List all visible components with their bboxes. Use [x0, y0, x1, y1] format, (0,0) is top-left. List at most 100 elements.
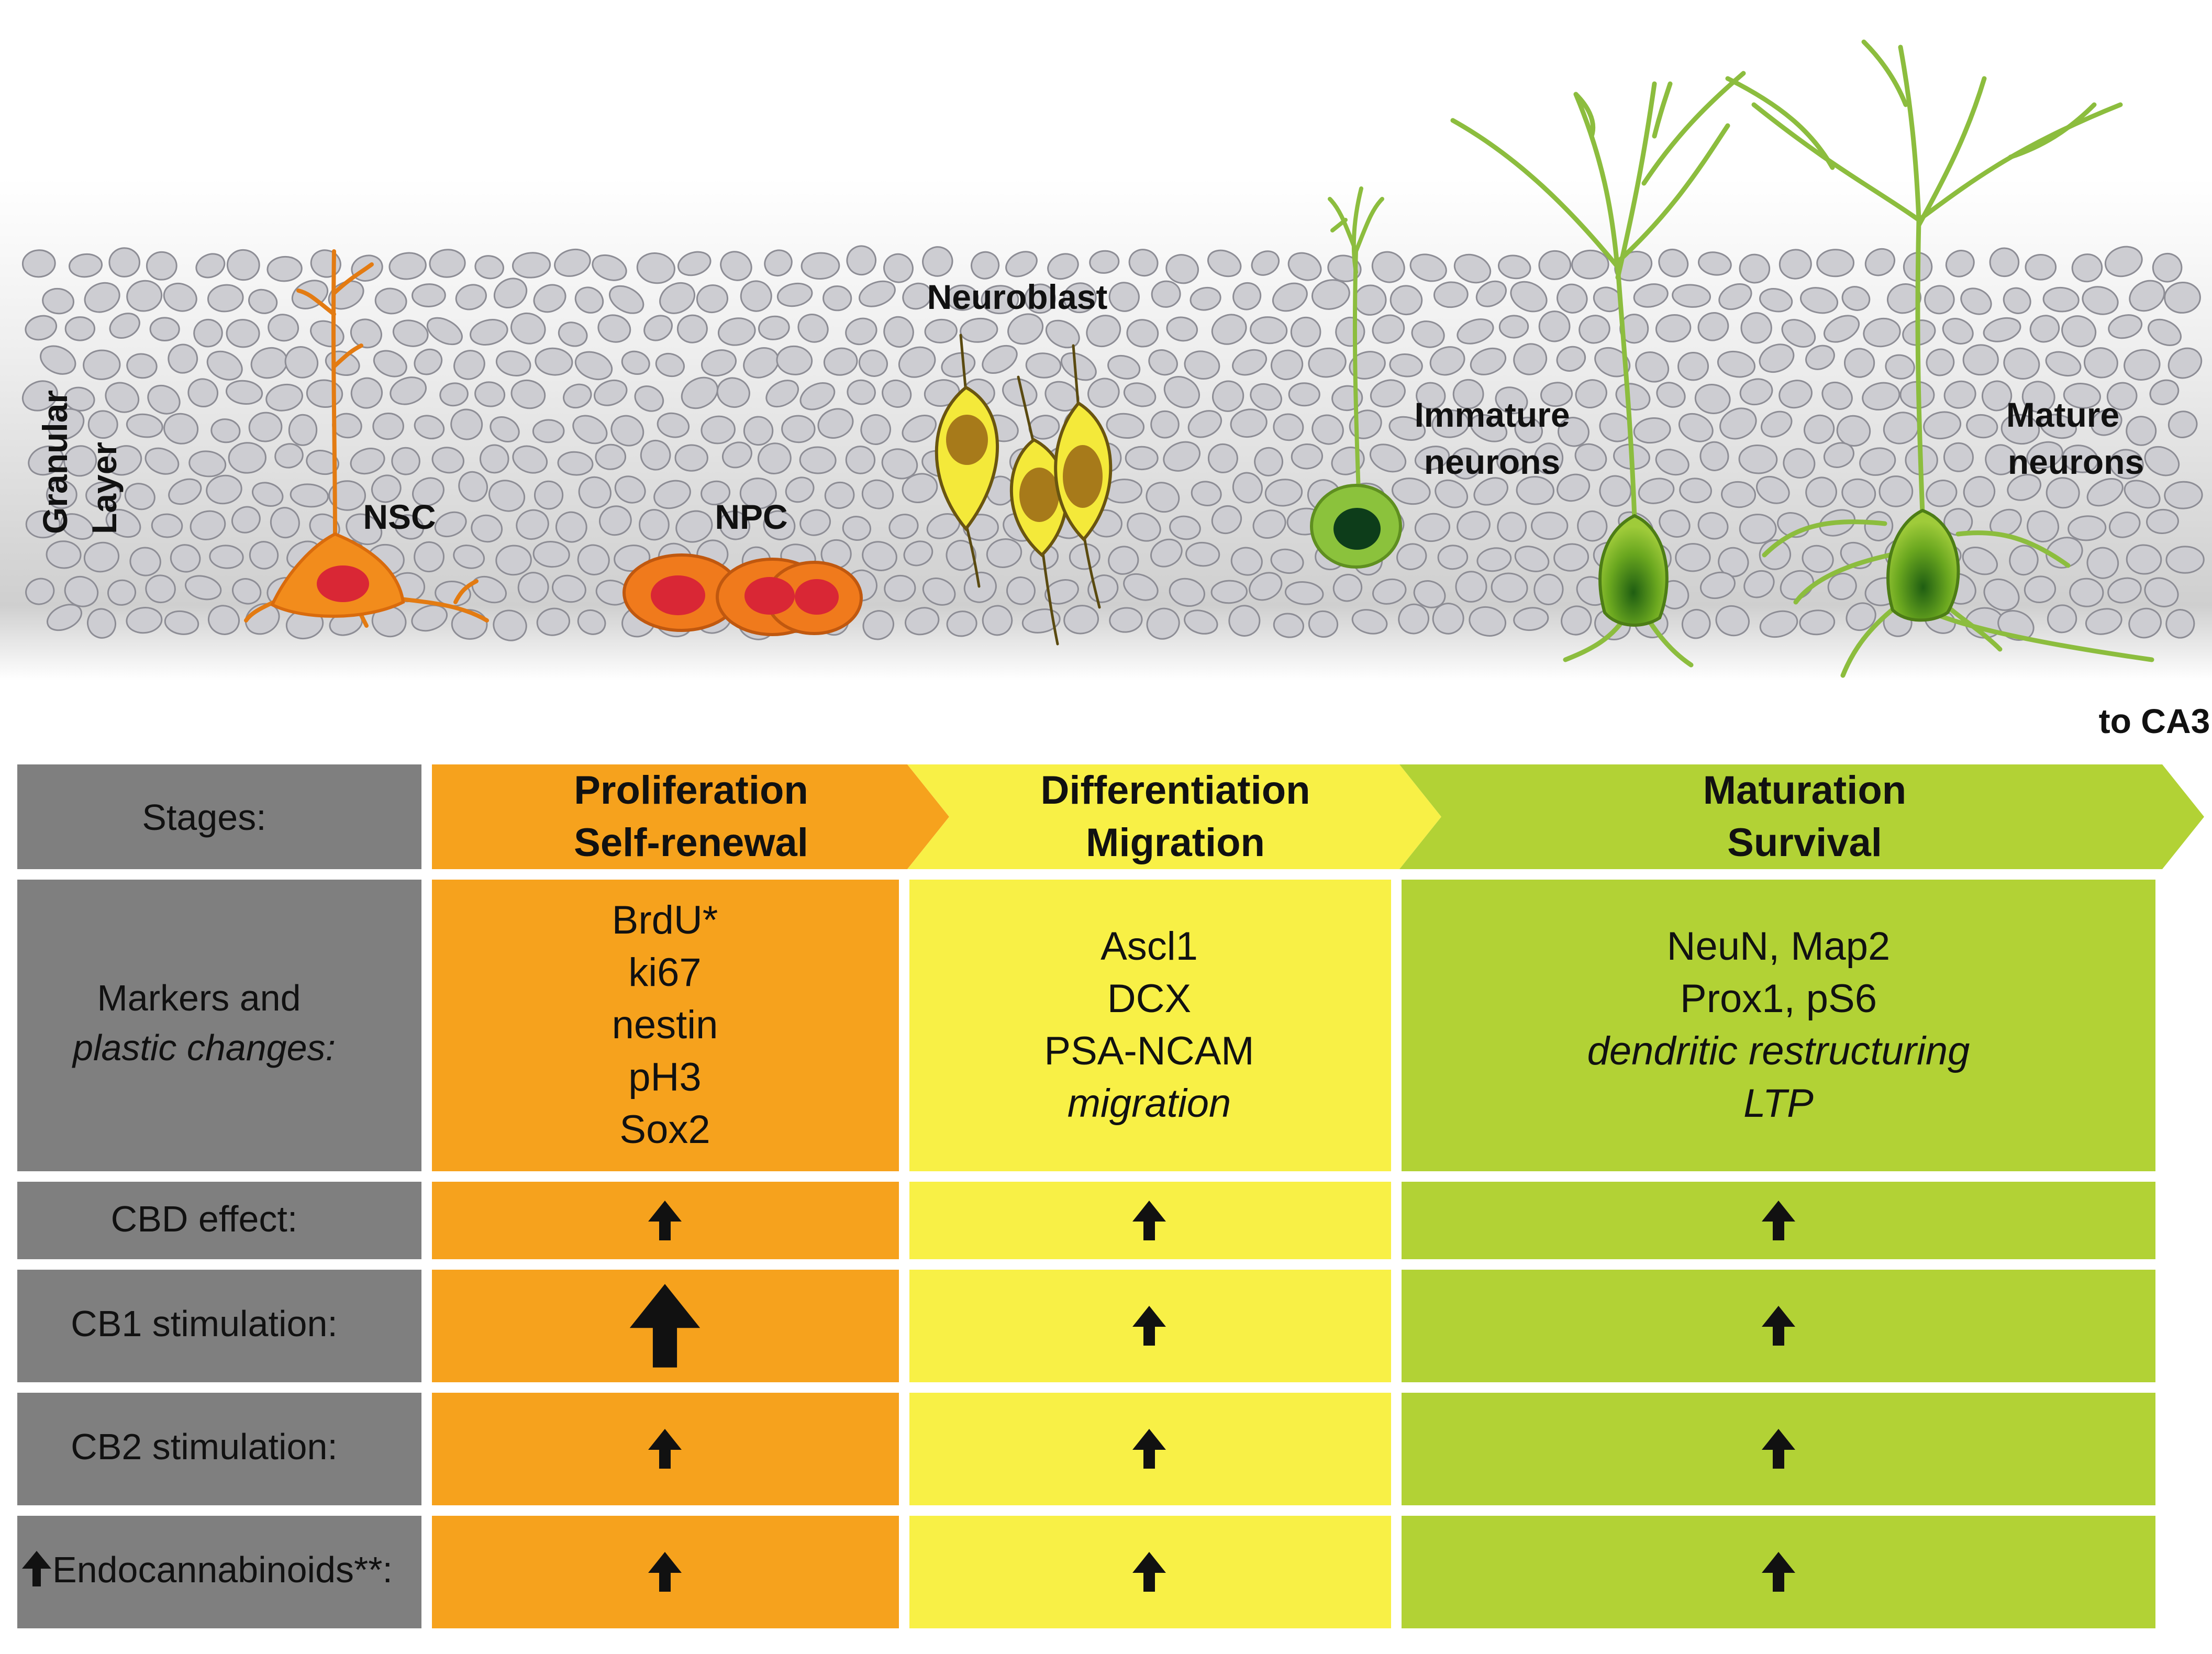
marker-maturation-3: dendritic restructuring — [1587, 1029, 1970, 1073]
granule-cell — [1633, 283, 1669, 308]
granule-cell — [1372, 578, 1407, 605]
granule-cell — [799, 382, 836, 410]
marker-differentiation-3: PSA-NCAM — [1044, 1029, 1254, 1073]
granule-cell-field — [21, 245, 2205, 641]
granule-cell — [2061, 315, 2097, 348]
granule-cell — [1557, 283, 1588, 314]
granule-cell — [1163, 441, 1201, 472]
granule-cell — [681, 376, 718, 409]
granule-cell — [288, 414, 318, 446]
immature-neurons-label-1: Immature — [1414, 395, 1570, 434]
granule-cell — [1721, 481, 1757, 508]
granule-cell — [924, 318, 958, 343]
granule-cell — [2091, 408, 2122, 436]
granule-cell — [151, 513, 183, 538]
granule-cell — [763, 510, 796, 540]
marker-proliferation-1: BrdU* — [612, 898, 718, 942]
granule-cell — [1885, 354, 1915, 380]
granule-cell — [982, 345, 1018, 374]
stages-row-label: Stages: — [142, 797, 266, 838]
granule-cell — [924, 379, 960, 407]
marker-proliferation-3: nestin — [612, 1003, 718, 1047]
granule-cell — [1250, 383, 1282, 411]
granule-cell — [1349, 351, 1386, 380]
granule-cell — [1558, 417, 1589, 447]
granule-cell — [574, 351, 613, 381]
granule-cell — [2009, 545, 2039, 576]
granule-cell — [533, 480, 564, 510]
granule-cell — [458, 471, 488, 502]
granule-cell — [1577, 510, 1608, 542]
granule-cell — [720, 251, 752, 281]
granule-cell — [1816, 249, 1855, 277]
granule-cell — [1470, 414, 1508, 442]
cb2-differentiation-up-arrow-icon — [1132, 1429, 1166, 1469]
granule-cell — [1924, 285, 1955, 315]
granule-cell — [145, 574, 176, 604]
granule-cell — [2003, 348, 2040, 380]
granule-cell — [971, 251, 1000, 280]
granule-cell — [412, 477, 444, 507]
granule-cell — [1007, 313, 1044, 345]
granule-cell — [1942, 318, 1974, 345]
granule-cell — [1390, 285, 1423, 316]
granule-cell — [1779, 249, 1812, 280]
granule-cell — [1475, 280, 1507, 307]
granule-cell — [2167, 410, 2198, 438]
granule-cell — [1024, 283, 1056, 314]
granule-cell — [1740, 312, 1772, 344]
granule-cell — [2144, 446, 2180, 476]
granule-cell — [42, 287, 74, 315]
granule-cell — [129, 547, 161, 576]
granule-cell — [1388, 416, 1426, 441]
granule-cell — [426, 317, 463, 346]
cb1-maturation-up-arrow-icon — [1762, 1306, 1795, 1346]
granule-cell — [653, 480, 691, 509]
cbd-maturation-up-arrow-icon — [1762, 1201, 1795, 1240]
granule-cell — [374, 287, 407, 315]
granule-cell — [149, 317, 180, 341]
granule-cell — [922, 578, 956, 606]
granule-cell — [716, 377, 750, 408]
granule-cell — [898, 346, 936, 378]
granule-cell — [516, 509, 549, 540]
granule-cell — [187, 378, 219, 407]
granule-cell — [1594, 347, 1631, 378]
granule-cell — [882, 379, 912, 408]
granule-cell — [25, 315, 58, 341]
granule-cell — [232, 578, 262, 605]
granule-cell — [941, 352, 976, 378]
granule-cell — [657, 412, 690, 438]
granule-cell — [1473, 477, 1508, 506]
granule-cell — [1836, 415, 1871, 447]
granule-cell — [1211, 505, 1242, 535]
granule-cell — [1823, 442, 1854, 468]
granule-cell — [64, 316, 96, 341]
granule-cell — [1491, 572, 1528, 603]
granule-cell — [1715, 605, 1750, 637]
granule-cell — [2146, 508, 2179, 535]
immature-neurons-label-2: neurons — [1424, 442, 1560, 481]
granule-cell — [946, 610, 977, 637]
granule-cell — [105, 508, 141, 538]
cbd-proliferation-up-arrow-icon — [648, 1201, 682, 1240]
granule-cell — [1047, 253, 1079, 280]
granule-cell — [883, 253, 914, 283]
granule-cell — [1270, 548, 1304, 574]
granule-cell — [1719, 407, 1757, 440]
granule-cell — [2086, 478, 2124, 507]
granule-cell — [226, 380, 263, 405]
granule-cell — [2069, 578, 2104, 607]
granule-cell — [2104, 246, 2143, 277]
granule-cell — [2144, 577, 2179, 607]
granule-cell — [2124, 349, 2161, 381]
granule-cell — [2029, 315, 2060, 343]
granule-cell — [126, 353, 158, 379]
granule-cell — [1510, 281, 1548, 313]
granule-cell — [188, 450, 227, 478]
granule-cell — [1658, 249, 1689, 277]
granule-cell — [1694, 384, 1731, 414]
granule-cell — [1429, 346, 1465, 376]
granule-cell — [2071, 253, 2103, 283]
granule-cell — [1251, 250, 1280, 276]
